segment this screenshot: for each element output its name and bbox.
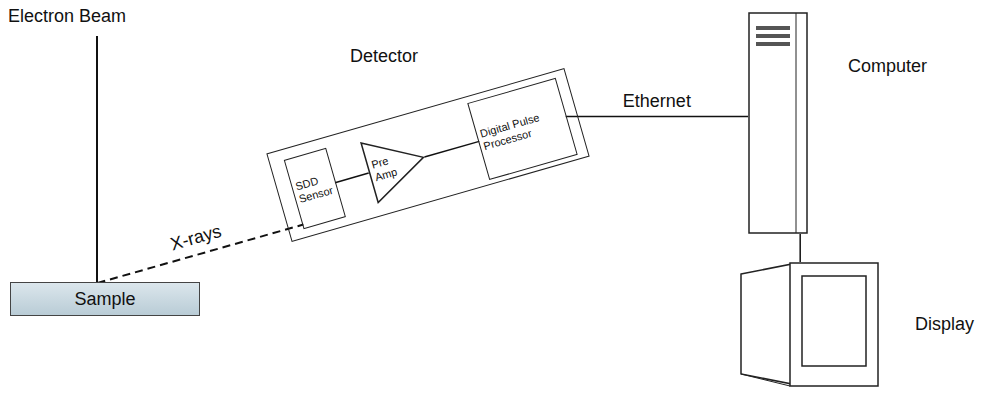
signal-wire	[335, 173, 369, 183]
tower-case	[749, 13, 807, 233]
monitor-screen	[802, 276, 866, 366]
node-heading: Computer	[848, 56, 927, 77]
signal-wire	[424, 141, 479, 157]
triangle-path	[361, 128, 432, 203]
tower-edge	[796, 13, 797, 233]
signal-wire	[566, 116, 748, 118]
sensor-box: SDD Sensor	[284, 148, 346, 229]
drive-bay	[756, 26, 790, 30]
detector-outline: SDD Sensor Pre Amp Digital Pulse Processor	[266, 68, 589, 242]
monitor-base	[741, 374, 790, 386]
drive-bay	[756, 42, 790, 46]
display-monitor: Display	[740, 262, 880, 388]
drive-bay	[756, 34, 790, 38]
beam-label: Electron Beam	[8, 6, 126, 27]
node-label: Sample	[74, 289, 135, 310]
monitor-outline	[740, 262, 880, 388]
sample-block: Sample	[10, 282, 200, 316]
node-label: Digital Pulse Processor	[479, 105, 567, 152]
edge-label: Ethernet	[621, 90, 693, 111]
node-heading: Detector	[350, 46, 418, 67]
node-label: SDD Sensor	[294, 171, 336, 205]
electron-beam-line	[96, 36, 98, 282]
amplifier-triangle: Pre Amp	[360, 126, 433, 204]
monitor-front	[790, 263, 878, 386]
edge-label: X-rays	[166, 221, 226, 256]
processor-box: Digital Pulse Processor	[467, 78, 577, 180]
detector-housing: SDD Sensor Pre Amp Digital Pulse Processor…	[273, 40, 583, 240]
computer-tower: Computer	[748, 12, 808, 234]
monitor-back	[741, 264, 792, 384]
node-heading: Display	[915, 314, 974, 335]
signal-wire	[799, 234, 801, 262]
tower-outline	[748, 12, 808, 234]
